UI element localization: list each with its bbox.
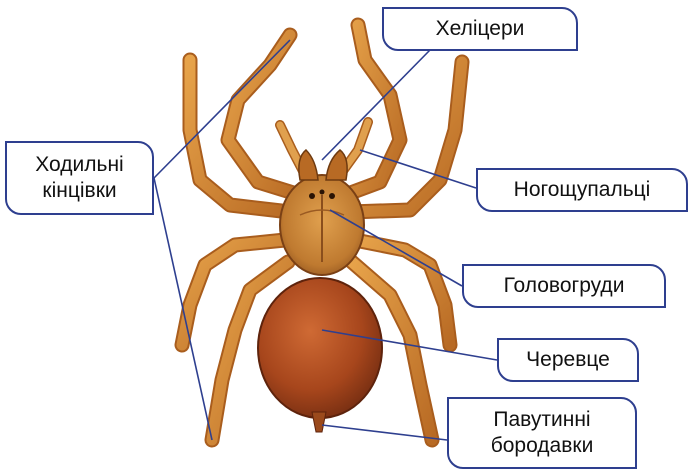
label-spinnerets: Павутинні бородавки bbox=[447, 397, 637, 469]
label-walking-legs: Ходильні кінцівки bbox=[5, 141, 154, 215]
label-pedipalps: Ногощупальці bbox=[476, 168, 688, 212]
label-cheliceres: Хеліцери bbox=[382, 7, 578, 51]
spider-spinnerets bbox=[312, 412, 326, 432]
spider-abdomen bbox=[258, 278, 382, 418]
label-abdomen: Черевце bbox=[497, 338, 639, 382]
label-cephalothorax: Головогруди bbox=[462, 264, 666, 308]
